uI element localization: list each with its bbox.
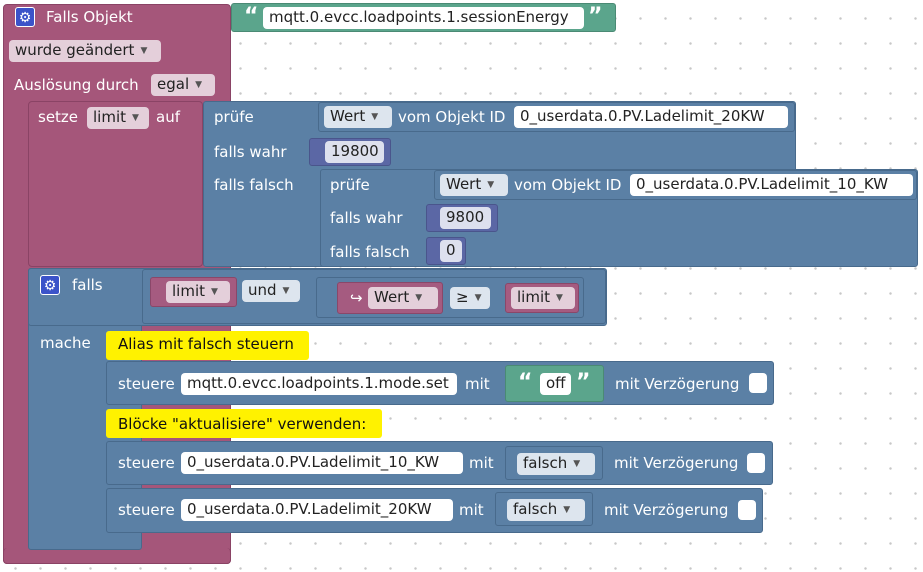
check2-if-false: falls falsch bbox=[330, 243, 410, 261]
event-block-bottom bbox=[3, 548, 231, 564]
do-label: mache bbox=[40, 334, 91, 352]
comment-block-2[interactable] bbox=[106, 409, 382, 438]
check1-if-true: falls wahr bbox=[214, 143, 287, 161]
ctrl3-delay-checkbox[interactable] bbox=[738, 500, 756, 520]
check1-label: prüfe bbox=[214, 108, 254, 126]
comment-text-2: Blöcke "aktualisiere" verwenden: bbox=[118, 415, 367, 433]
object-id-field[interactable]: mqtt.0.evcc.loadpoints.1.sessionEnergy bbox=[263, 7, 584, 29]
change-mode-dropdown[interactable]: wurde geändert▼ bbox=[9, 40, 161, 62]
ctrl2-object-id-field[interactable]: 0_userdata.0.PV.Ladelimit_10_KW bbox=[181, 452, 463, 474]
ctrl2-label: steuere bbox=[118, 454, 175, 472]
ctrl1-label: steuere bbox=[118, 375, 175, 393]
off-open-quote-icon: “ bbox=[518, 370, 533, 395]
ctrl1-with: mit bbox=[465, 375, 490, 393]
trigger-label: Auslösung durch bbox=[14, 76, 139, 94]
comment-text-1: Alias mit falsch steuern bbox=[118, 335, 294, 353]
if-gear-icon[interactable]: ⚙ bbox=[40, 275, 60, 295]
ctrl1-delay-label: mit Verzögerung bbox=[615, 375, 740, 393]
ctrl1-value-field[interactable]: off bbox=[540, 373, 571, 395]
ctrl3-with: mit bbox=[459, 501, 484, 519]
check2-of-object: vom Objekt ID bbox=[514, 176, 622, 194]
ctrl1-delay-checkbox[interactable] bbox=[749, 373, 767, 393]
set-variable-dropdown[interactable]: limit▼ bbox=[87, 107, 149, 129]
true-value-field-1[interactable]: 19800 bbox=[325, 141, 384, 163]
ctrl3-object-id-field[interactable]: 0_userdata.0.PV.Ladelimit_20KW bbox=[181, 499, 453, 521]
check1-if-false: falls falsch bbox=[214, 176, 294, 194]
check1-of-object: vom Objekt ID bbox=[398, 108, 506, 126]
trigger-dropdown[interactable]: egal▼ bbox=[151, 74, 215, 96]
true-value-field-2[interactable]: 9800 bbox=[440, 207, 491, 229]
arrow-icon: ↪ bbox=[350, 289, 363, 307]
ctrl2-delay-checkbox[interactable] bbox=[747, 453, 765, 473]
check2-if-true: falls wahr bbox=[330, 209, 403, 227]
ctrl2-value-dropdown[interactable]: falsch▼ bbox=[517, 453, 595, 475]
if-label: falls bbox=[72, 276, 103, 294]
open-quote-icon: “ bbox=[244, 4, 259, 29]
ctrl2-with: mit bbox=[469, 454, 494, 472]
and-op-dropdown[interactable]: und▼ bbox=[242, 280, 300, 302]
ctrl3-label: steuere bbox=[118, 501, 175, 519]
check1-object-id-field[interactable]: 0_userdata.0.PV.Ladelimit_20KW bbox=[514, 106, 788, 128]
off-close-quote-icon: ” bbox=[576, 370, 591, 395]
and-left-var-dropdown[interactable]: limit▼ bbox=[166, 281, 230, 303]
gear-icon[interactable]: ⚙ bbox=[15, 7, 35, 27]
close-quote-icon: ” bbox=[588, 4, 603, 29]
event-title: Falls Objekt bbox=[46, 8, 133, 26]
compare-right-var-dropdown[interactable]: limit▼ bbox=[511, 287, 575, 309]
ctrl1-object-id-field[interactable]: mqtt.0.evcc.loadpoints.1.mode.set bbox=[181, 373, 457, 395]
false-value-field-2[interactable]: 0 bbox=[440, 240, 462, 262]
set-prefix: setze bbox=[38, 108, 79, 126]
compare-op-dropdown[interactable]: ≥▼ bbox=[450, 287, 490, 309]
set-suffix: auf bbox=[156, 108, 180, 126]
getter-source-dropdown[interactable]: Wert▼ bbox=[368, 287, 438, 309]
check1-source-dropdown[interactable]: Wert▼ bbox=[324, 106, 392, 128]
ctrl3-delay-label: mit Verzögerung bbox=[604, 501, 729, 519]
text-block-off[interactable] bbox=[505, 365, 604, 402]
ctrl3-value-dropdown[interactable]: falsch▼ bbox=[507, 499, 585, 521]
ctrl2-delay-label: mit Verzögerung bbox=[614, 454, 739, 472]
comment-block-1[interactable] bbox=[106, 331, 309, 360]
check2-label: prüfe bbox=[330, 176, 370, 194]
check2-object-id-field[interactable]: 0_userdata.0.PV.Ladelimit_10_KW bbox=[630, 174, 913, 196]
check2-source-dropdown[interactable]: Wert▼ bbox=[440, 174, 508, 196]
